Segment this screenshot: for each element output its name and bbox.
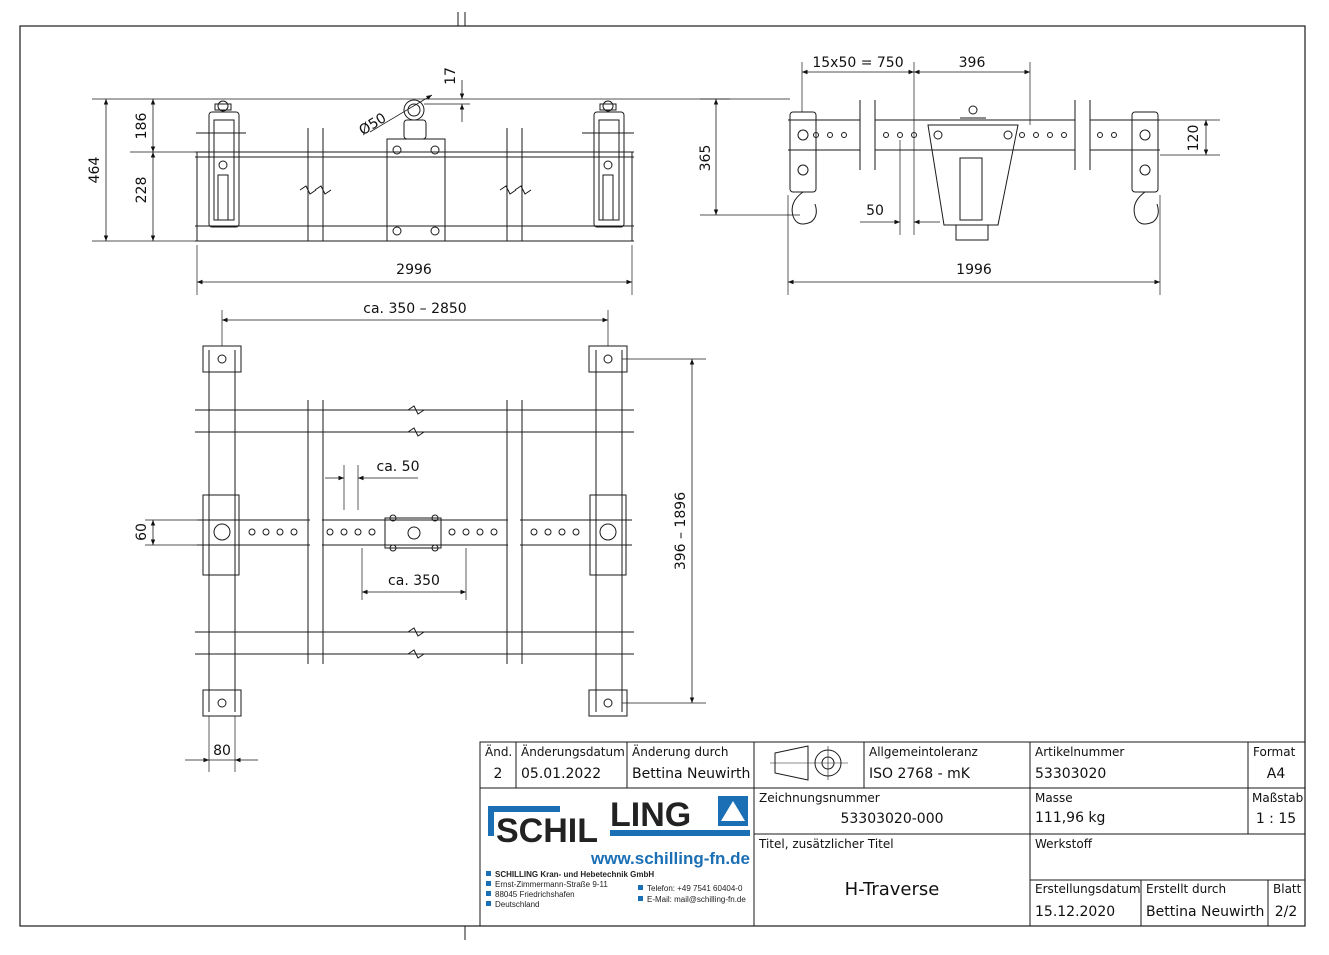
label-zeichnungsnummer: Zeichnungsnummer: [759, 791, 880, 805]
dim-120: 120: [1186, 125, 1202, 152]
company-city: 88045 Friedrichshafen: [495, 890, 575, 899]
dim-diameter-50: Ø50: [356, 110, 389, 139]
value-blatt: 2/2: [1275, 904, 1298, 920]
title-block: [479, 741, 1306, 927]
label-titel: Titel, zusätzlicher Titel: [758, 837, 894, 851]
value-format: A4: [1267, 766, 1286, 782]
label-aend: Änd.: [485, 744, 512, 759]
dim-396: 396: [959, 55, 986, 71]
logo-triangle-icon: [721, 801, 745, 821]
value-titel: H-Traverse: [845, 879, 940, 900]
dim-228: 228: [134, 177, 150, 204]
title-block-labels: Änd. Änderungsdatum Änderung durch Allge…: [485, 744, 1303, 896]
right-trolley: [582, 100, 634, 228]
value-aenderungsdatum: 05.01.2022: [521, 766, 601, 782]
company-email: E-Mail: mail@schilling-fn.de: [647, 895, 746, 904]
dim-186: 186: [134, 113, 150, 140]
title-block-values: 2 05.01.2022 Bettina Neuwirth ISO 2768 -…: [494, 766, 1298, 920]
label-erstellungsdatum: Erstellungsdatum: [1035, 882, 1141, 896]
logo-text-left: SCHIL: [496, 812, 598, 850]
value-massstab: 1 : 15: [1256, 811, 1296, 827]
top-view: [145, 310, 706, 772]
dim-396-1896: 396 – 1896: [673, 492, 689, 570]
label-aenderungsdatum: Änderungsdatum: [521, 744, 625, 759]
front-view: [700, 62, 1220, 295]
phone-icon: [638, 885, 643, 890]
bullet-icon: [486, 891, 491, 896]
company-phone: Telefon: +49 7541 60404-0: [647, 884, 743, 893]
front-view-dimensions: 15x50 = 750 396 365 120 50 1996: [698, 55, 1202, 278]
dim-464: 464: [87, 157, 103, 184]
value-erstellt-durch: Bettina Neuwirth: [1146, 904, 1264, 920]
left-trolley: [196, 100, 246, 228]
email-icon: [638, 896, 643, 901]
value-aend: 2: [494, 766, 503, 782]
value-zeichnungsnummer: 53303020-000: [840, 811, 943, 827]
dim-17: 17: [443, 67, 459, 85]
value-allgemeintoleranz: ISO 2768 - mK: [869, 766, 971, 782]
logo-bar-left: [488, 806, 494, 836]
dim-ca-50: ca. 50: [377, 459, 420, 475]
company-url: www.schilling-fn.de: [590, 849, 750, 868]
top-view-dimensions: ca. 350 – 2850 396 – 1896 ca. 50 ca. 350…: [134, 301, 689, 759]
label-erstellt-durch: Erstellt durch: [1146, 882, 1226, 896]
side-view: [92, 80, 730, 295]
label-allgemeintoleranz: Allgemeintoleranz: [869, 745, 978, 759]
logo-bar-top: [488, 806, 560, 812]
label-massstab: Maßstab: [1252, 791, 1303, 805]
dim-50: 50: [866, 203, 884, 219]
label-masse: Masse: [1035, 791, 1073, 805]
company-name: SCHILLING Kran- und Hebetechnik GmbH: [495, 870, 654, 879]
company-street: Ernst-Zimmermann-Straße 9-11: [495, 880, 608, 889]
dim-365: 365: [698, 145, 714, 172]
dim-2996: 2996: [396, 262, 432, 278]
dim-350-2850: ca. 350 – 2850: [363, 301, 466, 317]
bullet-icon: [486, 901, 491, 906]
logo-text-right: LING: [610, 796, 691, 834]
dim-750: 15x50 = 750: [812, 55, 903, 71]
logo-bar-bottom: [610, 830, 750, 836]
value-artikelnummer: 53303020: [1035, 766, 1106, 782]
label-format: Format: [1253, 745, 1296, 759]
label-werkstoff: Werkstoff: [1035, 837, 1093, 851]
label-blatt: Blatt: [1273, 882, 1302, 896]
value-erstellungsdatum: 15.12.2020: [1035, 904, 1115, 920]
label-aenderung-durch: Änderung durch: [632, 744, 729, 759]
bullet-icon: [486, 871, 491, 876]
dim-80: 80: [213, 743, 231, 759]
dim-60: 60: [134, 523, 150, 541]
label-artikelnummer: Artikelnummer: [1035, 745, 1124, 759]
value-masse: 111,96 kg: [1035, 810, 1105, 826]
dim-1996: 1996: [956, 262, 992, 278]
company-logo-block: SCHIL LING www.schilling-fn.de SCHILLING…: [486, 796, 750, 909]
company-country: Deutschland: [495, 900, 539, 909]
bullet-icon: [486, 881, 491, 886]
value-aenderung-durch: Bettina Neuwirth: [632, 766, 750, 782]
dim-ca-350: ca. 350: [388, 573, 440, 589]
